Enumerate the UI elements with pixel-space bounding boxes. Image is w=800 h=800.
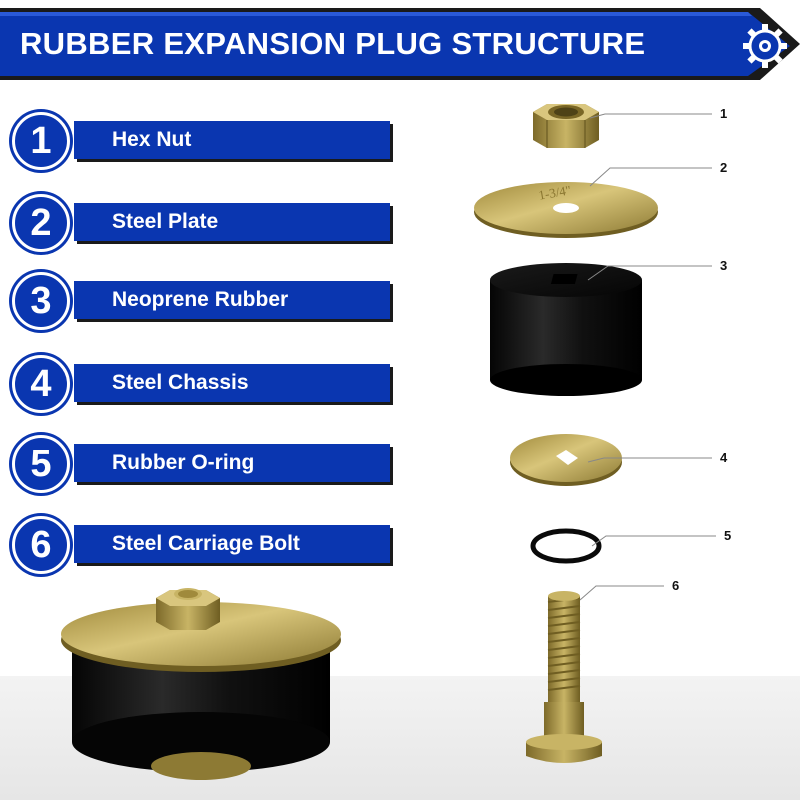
- legend-row-2: 2 Steel Plate: [12, 194, 390, 252]
- legend-row-5: 5 Rubber O-ring: [12, 435, 390, 493]
- hex-nut-illustration: [533, 104, 599, 148]
- callout-number-3: 3: [720, 258, 728, 273]
- steel-plate-illustration: 1-3/4": [474, 182, 658, 238]
- legend-bar: [74, 364, 390, 402]
- header-banner-shape: [0, 8, 800, 80]
- legend-label: Steel Plate: [112, 210, 219, 233]
- legend-number-badge: 6: [12, 516, 70, 574]
- callout-number-1: 1: [720, 106, 728, 121]
- rubber-o-ring-illustration: [530, 528, 602, 564]
- neoprene-rubber-illustration: [490, 263, 642, 396]
- legend-bar: [74, 444, 390, 482]
- legend-bar: [74, 525, 390, 563]
- callout-leaders: [579, 113, 716, 601]
- legend-bar: [74, 121, 390, 159]
- gear-icon: [743, 24, 787, 68]
- legend-bar: [74, 281, 390, 319]
- legend-label: Steel Carriage Bolt: [112, 532, 300, 555]
- assembled-plug-illustration: 1-3/4": [61, 588, 341, 780]
- legend-label: Steel Chassis: [112, 371, 249, 394]
- legend-bar: [74, 203, 390, 241]
- callout-number-2: 2: [720, 160, 728, 175]
- plate-marking: 1-3/4": [537, 182, 572, 202]
- carriage-bolt-illustration: [526, 591, 602, 763]
- callout-number-4: 4: [720, 450, 728, 465]
- legend-number-badge: 5: [12, 435, 70, 493]
- legend-number-badge: 3: [12, 272, 70, 330]
- legend-row-1: 1 Hex Nut: [12, 112, 390, 170]
- legend-label: Hex Nut: [112, 128, 192, 151]
- callout-number-6: 6: [672, 578, 680, 593]
- steel-chassis-illustration: [510, 434, 622, 486]
- legend-number-badge: 2: [12, 194, 70, 252]
- legend-row-3: 3 Neoprene Rubber: [12, 272, 390, 330]
- legend-label: Neoprene Rubber: [112, 288, 289, 311]
- legend-number-badge: 4: [12, 355, 70, 413]
- header-banner: RUBBER EXPANSION PLUG STRUCTURE: [0, 0, 800, 80]
- legend-number-badge: 1: [12, 112, 70, 170]
- callout-number-5: 5: [724, 528, 732, 543]
- legend-row-4: 4 Steel Chassis: [12, 355, 390, 413]
- legend-label: Rubber O-ring: [112, 451, 255, 474]
- legend-row-6: 6 Steel Carriage Bolt: [12, 516, 390, 574]
- page-title: RUBBER EXPANSION PLUG STRUCTURE: [20, 26, 646, 61]
